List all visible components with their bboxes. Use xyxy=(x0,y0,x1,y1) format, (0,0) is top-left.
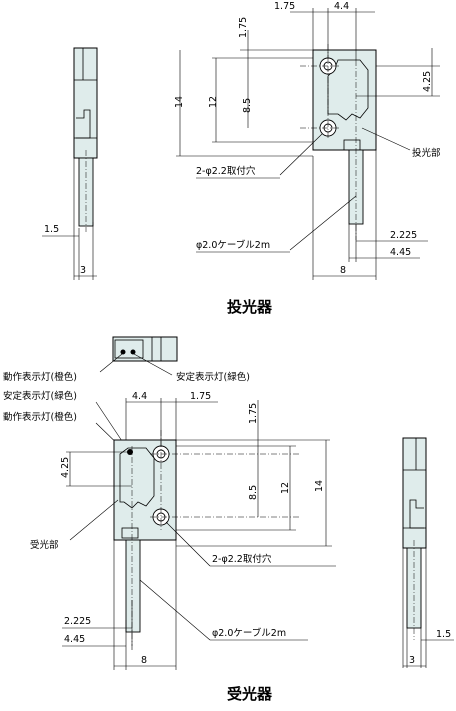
receiver-callouts: 受光部 2-φ2.2取付穴 φ2.0ケーブル2m xyxy=(30,499,336,641)
receiver-dim-3: 3 xyxy=(409,655,415,666)
receiver-mount-label: 2-φ2.2取付穴 xyxy=(212,553,272,565)
receiver-indicator-callouts: 動作表示灯(橙色) 安定表示灯(緑色) 安定表示灯(緑色) 動作表示灯(橙色) xyxy=(3,353,250,457)
receiver-top-dims: 4.4 1.75 xyxy=(125,391,218,446)
receiver-section: 動作表示灯(橙色) 安定表示灯(緑色) 安定表示灯(緑色) 動作表示灯(橙色) xyxy=(3,336,454,703)
receiver-dim-12: 12 xyxy=(280,482,291,494)
emitter-dim-8-5: 8.5 xyxy=(242,98,253,113)
emitter-cable-label: φ2.0ケーブル2m xyxy=(196,239,270,251)
emitter-title: 投光器 xyxy=(227,298,273,316)
receiver-dim-1-5: 1.5 xyxy=(436,629,451,640)
receiver-stable-top-label: 安定表示灯(緑色) xyxy=(176,371,250,383)
emitter-dim-4-4-top: 4.4 xyxy=(334,1,349,12)
receiver-stable-left-label: 安定表示灯(緑色) xyxy=(3,390,77,402)
emitter-side-dims: 1.5 3 xyxy=(42,158,97,280)
receiver-dim-8: 8 xyxy=(141,655,147,666)
receiver-dim-4-4: 4.4 xyxy=(132,391,147,402)
emitter-section: 1.5 3 1.75 xyxy=(42,1,441,316)
emitter-dim-4-25: 4.25 xyxy=(422,71,433,92)
receiver-cable-label: φ2.0ケーブル2m xyxy=(212,627,286,639)
emitter-dim-3: 3 xyxy=(80,265,86,276)
emitter-dim-1-75-v: 1.75 xyxy=(238,17,249,38)
emitter-mount-label: 2-φ2.2取付穴 xyxy=(196,165,256,177)
receiver-lens-label: 受光部 xyxy=(30,539,59,551)
emitter-side-view xyxy=(73,47,98,232)
emitter-dim-12: 12 xyxy=(208,96,219,108)
emitter-dim-8: 8 xyxy=(340,265,346,276)
emitter-dim-2-225: 2.225 xyxy=(390,230,417,241)
receiver-dim-14: 14 xyxy=(314,480,325,492)
emitter-vertical-dims: 1.75 14 12 8.5 4.25 xyxy=(174,17,440,157)
receiver-dim-2-225: 2.225 xyxy=(64,616,91,627)
emitter-front-view xyxy=(300,44,377,240)
emitter-dim-14: 14 xyxy=(174,96,185,108)
emitter-bottom-dims: 2.225 4.45 8 xyxy=(312,150,428,280)
receiver-bottom-dims: 2.225 4.45 8 xyxy=(62,540,177,670)
receiver-title: 受光器 xyxy=(227,685,273,703)
receiver-vertical-dims: 1.75 8.5 12 14 4.25 xyxy=(60,400,332,547)
receiver-op-top-label: 動作表示灯(橙色) xyxy=(3,371,77,383)
emitter-dim-4-45: 4.45 xyxy=(390,247,411,258)
receiver-dim-1-75: 1.75 xyxy=(190,391,211,402)
emitter-callouts: 投光部 2-φ2.2取付穴 φ2.0ケーブル2m xyxy=(196,127,441,253)
receiver-op-left-label: 動作表示灯(橙色) xyxy=(3,411,77,423)
emitter-dim-1-75-top: 1.75 xyxy=(274,1,295,12)
emitter-dim-1-5: 1.5 xyxy=(44,224,59,235)
receiver-top-view xyxy=(112,336,178,362)
receiver-front-view xyxy=(113,430,300,646)
receiver-dim-8-5: 8.5 xyxy=(248,485,259,500)
receiver-dim-4-25: 4.25 xyxy=(60,457,71,478)
receiver-dim-1-75-v: 1.75 xyxy=(248,403,259,424)
emitter-lens-label: 投光部 xyxy=(412,147,441,159)
receiver-side-view: 1.5 3 xyxy=(402,437,454,668)
receiver-dim-4-45: 4.45 xyxy=(64,634,85,645)
emitter-top-dims: 1.75 4.4 xyxy=(274,1,375,60)
